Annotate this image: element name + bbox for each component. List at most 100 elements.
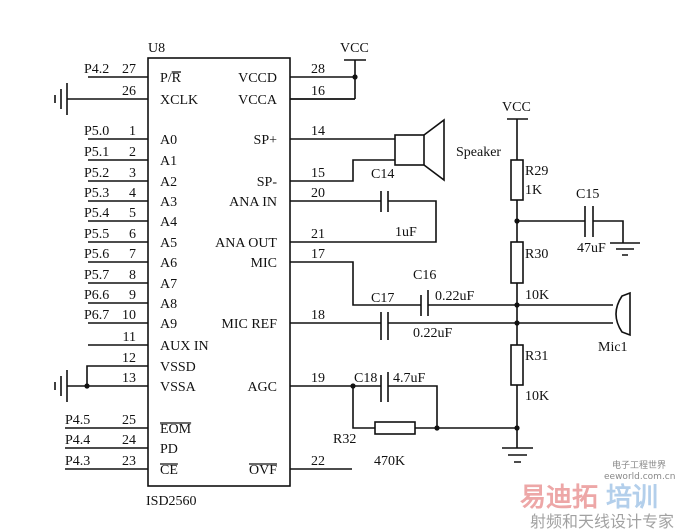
c15-value: 47uF <box>577 241 606 256</box>
r32-resistor <box>374 421 416 435</box>
ic-part: ISD2560 <box>146 494 197 509</box>
pin-number: 24 <box>122 433 136 448</box>
r30-resistor <box>510 241 524 284</box>
pin-number: 26 <box>122 84 136 99</box>
c15-ref: C15 <box>576 187 599 202</box>
c14-ref: C14 <box>371 167 394 182</box>
pin-name: SP- <box>257 175 278 190</box>
pin-name: A2 <box>160 175 177 190</box>
pin-number: 19 <box>311 371 325 386</box>
pin-name: AGC <box>247 380 277 395</box>
pin-signal: P5.4 <box>84 206 109 221</box>
pin-number: 7 <box>129 247 136 262</box>
c16-ref: C16 <box>413 268 436 283</box>
pin-signal: P4.2 <box>84 62 109 77</box>
watermark-line1a: 易迪拓 <box>520 483 598 513</box>
pin-signal: P5.0 <box>84 124 109 139</box>
pin-signal: P4.5 <box>65 413 90 428</box>
pin-name: A6 <box>160 256 177 271</box>
speaker-label: Speaker <box>456 145 501 160</box>
pin-a7: P5.7 8A7 <box>84 268 177 292</box>
r30-ref: R30 <box>525 247 548 262</box>
c18-ref: C18 <box>354 371 377 386</box>
pin-number: 1 <box>129 124 136 139</box>
ic-body <box>147 57 291 487</box>
watermark-line2: 射频和天线设计专家 <box>530 512 674 531</box>
pin-name: A4 <box>160 215 177 230</box>
pin-number: 28 <box>311 62 325 77</box>
watermark-logo-text: 电子工程世界 <box>612 459 666 471</box>
ground-icon <box>54 83 68 115</box>
pin-name: AUX IN <box>160 339 209 354</box>
pin-number: 5 <box>129 206 136 221</box>
pin-name: A7 <box>160 277 177 292</box>
pin-name: PD <box>160 442 178 457</box>
ground-icon <box>502 447 533 463</box>
pin-number: 2 <box>129 145 136 160</box>
pin-name: A3 <box>160 195 177 210</box>
pin-number: 23 <box>122 454 136 469</box>
pin-name: ANA OUT <box>215 236 277 251</box>
pin-signal: P5.5 <box>84 227 109 242</box>
watermark-logo: 电子工程世界 eeworld.com.cn 易迪拓 培训 射频和天线设计专家 <box>520 459 675 531</box>
pin-number: 15 <box>311 166 325 181</box>
pin-name: XCLK <box>160 93 198 108</box>
pin-name: MIC <box>251 256 277 271</box>
c17-ref: C17 <box>371 291 394 306</box>
pin-name: VCCD <box>238 71 277 86</box>
pin-number: 6 <box>129 227 136 242</box>
pin-name: SP+ <box>254 133 278 148</box>
ic-ref: U8 <box>148 41 165 56</box>
pin-name: VSSD <box>160 360 196 375</box>
r30-value: 10K <box>525 288 549 303</box>
mic-label: Mic1 <box>598 340 628 355</box>
r31-resistor <box>510 344 524 386</box>
pin-name: VSSA <box>160 380 197 395</box>
pin-signal: P4.4 <box>65 433 90 448</box>
r31-value: 10K <box>525 389 549 404</box>
pin-number: 8 <box>129 268 136 283</box>
pin-signal: P6.7 <box>84 308 109 323</box>
r29-value: 1K <box>525 183 542 198</box>
speaker-icon <box>394 118 445 182</box>
microphone-icon <box>615 291 631 337</box>
pin-a4: P5.4 5A4 <box>84 206 177 230</box>
r31-ref: R31 <box>525 349 548 364</box>
pin-name: MIC REF <box>221 317 277 332</box>
pin-name: A5 <box>160 236 177 251</box>
pin-signal: P4.3 <box>65 454 90 469</box>
watermark-line1b: 培训 <box>606 483 658 513</box>
c17-value: 0.22uF <box>413 326 453 341</box>
c18-value: 4.7uF <box>393 371 426 386</box>
pin-number: 4 <box>129 186 136 201</box>
c16-value: 0.22uF <box>435 289 475 304</box>
pin-number: 22 <box>311 454 325 469</box>
vcc-top-symbol: VCC <box>290 41 369 100</box>
pin-signal: P5.7 <box>84 268 109 283</box>
pin-number: 12 <box>122 351 136 366</box>
pin-signal: P5.2 <box>84 166 109 181</box>
c14-value: 1uF <box>395 225 417 240</box>
pin-number: 17 <box>311 247 325 262</box>
pin-number: 27 <box>122 62 136 77</box>
